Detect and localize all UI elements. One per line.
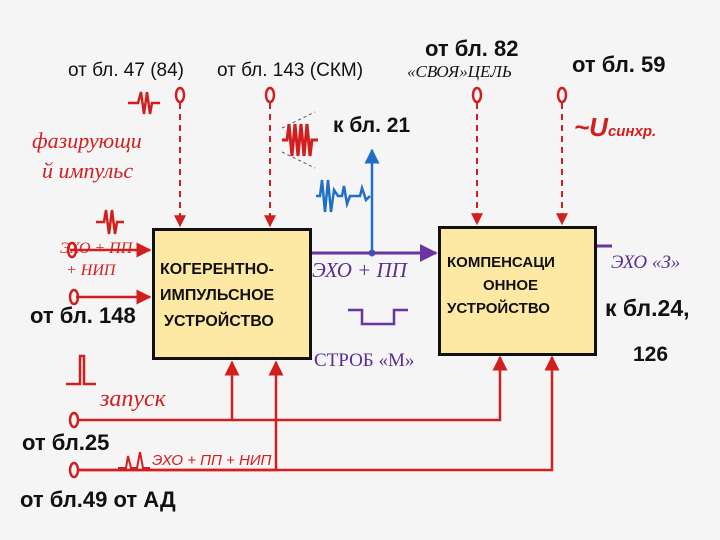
bottom-echo-label: ЭХО + ПП + НИП	[152, 452, 272, 469]
left-echo-pulse-icon	[96, 209, 124, 235]
block1-line2: ИМПУЛЬСНОЕ	[160, 287, 275, 304]
wire-bl49-bus	[78, 355, 560, 472]
terminal-bl82	[471, 86, 483, 104]
terminal-bl25	[68, 461, 80, 479]
strobe-pulse-icon	[348, 308, 408, 326]
u-sync-sub: синхр.	[607, 123, 657, 140]
from-bl49-ad-label: от бл.49 от АД	[20, 487, 176, 512]
wire-zapusk-to-block2	[232, 355, 508, 422]
phasing-label-line2: й импульс	[42, 158, 134, 183]
echo-z-label: ЭХО «З»	[611, 252, 681, 273]
start-pulse-icon	[66, 354, 96, 386]
bottom-echo-pulse-icon	[118, 451, 150, 469]
source-svoya-cel: «СВОЯ»ЦЕЛЬ	[407, 62, 512, 81]
block2-line3: УСТРОЙСТВО	[447, 300, 550, 317]
terminal-zapusk	[68, 411, 80, 429]
block2-line1: КОМПЕНСАЦИ	[447, 254, 555, 271]
source-bl82: от бл. 82	[425, 36, 519, 61]
source-bl59: от бл. 59	[572, 52, 666, 77]
block1-line1: КОГЕРЕНТНО-	[160, 261, 274, 278]
terminal-bl59	[556, 86, 568, 104]
mid-echo-label: ЭХО + ПП	[312, 258, 407, 282]
to-bl21-label: к бл. 21	[333, 114, 411, 137]
coherent-pulse-block: КОГЕРЕНТНО- ИМПУЛЬСНОЕ УСТРОЙСТВО	[152, 228, 312, 360]
burst-pointer-line-2	[281, 151, 316, 169]
terminal-bl143	[264, 86, 276, 104]
u-sync-label: ~Uсинхр.	[574, 112, 656, 143]
zapusk-label: запуск	[100, 386, 166, 412]
to-126-label: 126	[633, 343, 669, 366]
to-bl24-label: к бл.24,	[605, 295, 690, 321]
block1-line3: УСТРОЙСТВО	[164, 313, 274, 330]
left-echo-line2: + НИП	[66, 262, 116, 279]
blue-burst-icon	[316, 179, 371, 213]
block2-line2: ОННОЕ	[483, 277, 539, 294]
wire-bl25-to-block1	[78, 360, 284, 472]
terminal-bl148	[68, 288, 80, 306]
phasing-pulse-icon	[128, 91, 160, 115]
terminal-bl47	[174, 86, 186, 104]
from-bl25-label: от бл.25	[22, 430, 110, 455]
burst-pointer-line	[281, 111, 316, 129]
source-bl47: от бл. 47 (84)	[68, 60, 185, 81]
phasing-label-line1: фазирующи	[32, 128, 142, 153]
compensation-block: КОМПЕНСАЦИ ОННОЕ УСТРОЙСТВО	[438, 226, 597, 356]
source-bl143: от бл. 143 (СКМ)	[217, 60, 364, 81]
strob-label: СТРОБ «М»	[314, 350, 415, 371]
terminal-left-echo	[66, 241, 78, 259]
left-echo-line1: ЭХО + ПП	[60, 240, 133, 257]
skm-burst-icon	[282, 123, 318, 157]
from-bl148-label: от бл. 148	[30, 303, 136, 328]
u-sync-main: ~U	[574, 112, 608, 142]
